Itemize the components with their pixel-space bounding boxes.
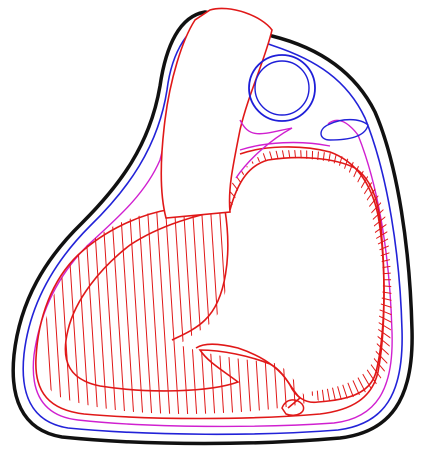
septum-hatch-line <box>316 379 319 419</box>
hatch-line <box>48 200 62 420</box>
septum-hatch-line <box>300 140 302 180</box>
septum-hatch-line <box>281 145 289 184</box>
septum-hatch-line <box>350 363 367 396</box>
hatch-line <box>156 200 170 420</box>
septum-hatch-line <box>204 258 234 264</box>
hatch-line <box>57 200 71 420</box>
hatch-line <box>129 200 143 420</box>
septum-hatch-line <box>364 347 386 374</box>
septum-hatch-line <box>288 143 294 182</box>
septum-hatch-line <box>330 376 339 414</box>
hatch-line <box>111 200 125 420</box>
septum-hatch-line <box>325 377 332 416</box>
hatch-line <box>165 200 179 420</box>
septum-hatch-line <box>342 369 356 405</box>
hatch-line <box>282 200 296 420</box>
septum-hatch-line <box>321 142 326 181</box>
septum-hatch-line <box>338 371 350 408</box>
hatch-line <box>255 200 269 420</box>
aorta <box>161 8 272 218</box>
septum-hatch-line <box>354 359 372 391</box>
hatch-line <box>174 200 188 420</box>
septum-hatch-line <box>334 374 344 412</box>
septum-hatch-line <box>376 321 403 337</box>
right-ventricle-chamber <box>65 210 300 408</box>
hatch-line <box>318 200 332 420</box>
septum-hatch-line <box>321 379 326 418</box>
papillary-muscle <box>282 400 304 415</box>
hatch-line <box>30 200 44 420</box>
septum-hatch-line <box>237 177 257 206</box>
hatch-line <box>291 200 305 420</box>
hatch-line <box>147 200 161 420</box>
coronary-vessel-inner <box>255 61 309 115</box>
septum-hatch-line <box>382 292 412 297</box>
hatch-line <box>84 200 98 420</box>
coronary-vessel-outer <box>249 55 315 121</box>
hatch-line <box>264 200 278 420</box>
hatch-line <box>246 200 260 420</box>
hatch-line <box>75 200 89 420</box>
septum-hatch-line <box>312 140 313 180</box>
hatch-line <box>309 200 323 420</box>
septum-hatch-line <box>374 327 401 346</box>
septum-hatch-line <box>325 144 332 183</box>
septum-hatch-line <box>211 225 239 241</box>
septum-hatch-line <box>342 155 356 191</box>
hatch-line <box>120 200 134 420</box>
hatch-line <box>273 200 287 420</box>
septum-hatch-line <box>205 250 234 259</box>
hatch-line <box>228 200 242 420</box>
septum-hatch-line <box>269 150 280 187</box>
septum-hatch-line <box>382 298 412 305</box>
septum-hatch-line <box>316 141 319 181</box>
hatch-line <box>183 200 197 420</box>
septum-hatching <box>204 140 413 420</box>
hatch-line <box>192 200 206 420</box>
septum-hatch-line <box>232 183 254 211</box>
septum-hatch-line <box>372 332 398 353</box>
hatch-line <box>300 200 314 420</box>
hatch-line <box>237 200 251 420</box>
